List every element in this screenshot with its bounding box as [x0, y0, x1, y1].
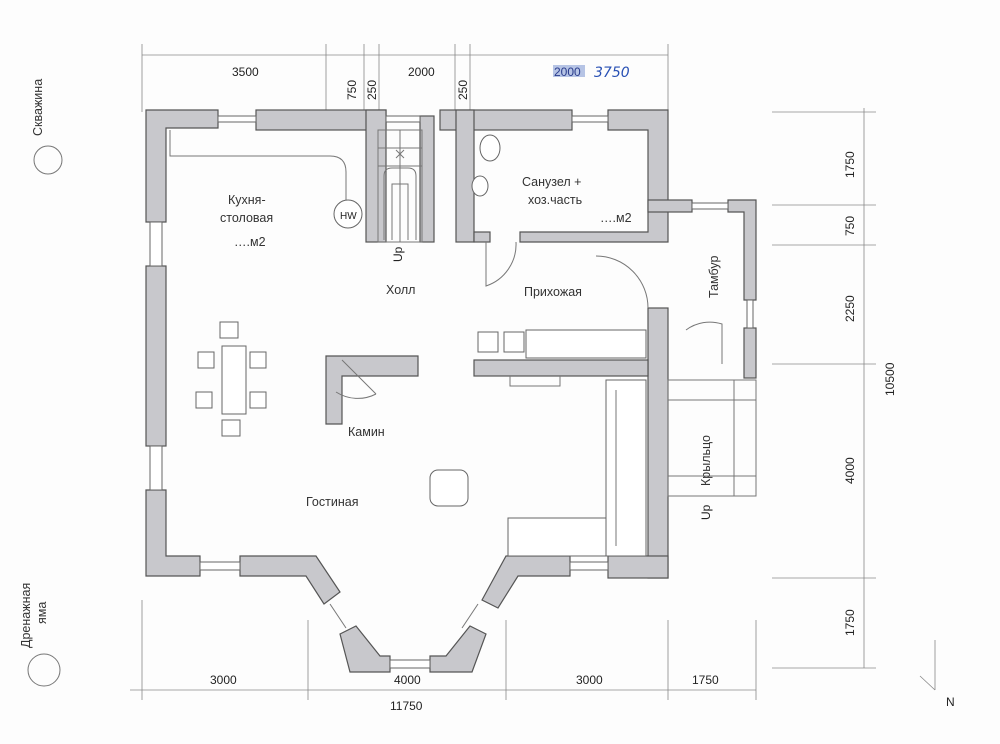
- sofa: [507, 379, 647, 557]
- dimension-labels: 3500 750 250 2000 250 2000 3750 3000 400…: [210, 65, 897, 713]
- dining-table: [195, 321, 267, 437]
- dim-bottom-2: 4000: [394, 673, 421, 687]
- dim-right-4: 4000: [843, 457, 857, 484]
- dim-bottom-total: 11750: [390, 699, 423, 713]
- water-heater-icon: [333, 199, 363, 229]
- well-label: Скважина: [31, 79, 45, 136]
- dim-right-2: 750: [843, 216, 857, 236]
- room-labels: Кухня- столовая ….м2 Холл Санузел + хоз.…: [220, 175, 721, 509]
- water-heater-label: HW: [340, 211, 357, 222]
- coffee-table: [429, 469, 469, 507]
- room-fireplace: Камин: [348, 425, 385, 439]
- stair-up-label: Up: [391, 246, 405, 262]
- room-bathroom-line2: хоз.часть: [528, 193, 582, 207]
- north-arrow-icon: [919, 640, 936, 691]
- dim-top-4: 2000: [408, 65, 435, 79]
- north-label: N: [946, 695, 955, 709]
- dim-right-1: 1750: [843, 151, 857, 178]
- dim-top-3: 250: [365, 80, 379, 100]
- well-icon: [33, 145, 63, 175]
- drain-label-line1: Дренажная: [19, 583, 33, 648]
- dim-top-1: 3500: [232, 65, 259, 79]
- entrance-furniture: [477, 329, 647, 387]
- dim-right-5: 1750: [843, 609, 857, 636]
- drain-label-line2: яма: [35, 602, 49, 624]
- porch-steps: [667, 379, 757, 497]
- dim-top-2: 750: [345, 80, 359, 100]
- kitchen-counter: [169, 130, 363, 229]
- room-vestibule: Тамбур: [707, 256, 721, 298]
- room-porch: Крыльцо: [699, 435, 713, 486]
- room-kitchen-line1: Кухня-: [228, 193, 266, 207]
- dim-top-handwritten: 3750: [594, 65, 630, 81]
- windows: [149, 115, 754, 669]
- outside-labels: Скважина Дренажная яма: [19, 79, 49, 648]
- strike-mark: [553, 65, 585, 77]
- dim-bottom-4: 1750: [692, 673, 719, 687]
- symbol-labels: HW Up Up N: [340, 211, 955, 709]
- stairs: [377, 129, 423, 243]
- toilet-icon: [479, 134, 501, 162]
- dimension-lines: [130, 44, 876, 700]
- room-kitchen-line2: столовая: [220, 211, 273, 225]
- room-hall: Холл: [386, 283, 415, 297]
- room-kitchen-area: ….м2: [234, 235, 266, 249]
- dim-top-5: 250: [456, 80, 470, 100]
- sink-icon: [471, 175, 489, 197]
- room-living: Гостиная: [306, 495, 358, 509]
- porch-up-label: Up: [699, 504, 713, 520]
- drain-pit-icon: [27, 653, 61, 687]
- doors: [335, 241, 723, 399]
- dim-bottom-3: 3000: [576, 673, 603, 687]
- dim-right-3: 2250: [843, 295, 857, 322]
- bathroom-fixtures: [471, 134, 501, 197]
- dim-bottom-1: 3000: [210, 673, 237, 687]
- room-bathroom-line1: Санузел +: [522, 175, 581, 189]
- room-bathroom-area: ….м2: [600, 211, 632, 225]
- dim-right-total: 10500: [883, 362, 897, 396]
- walls: [145, 109, 757, 673]
- dim-top-struck: 2000: [554, 65, 581, 79]
- room-entrance: Прихожая: [524, 285, 582, 299]
